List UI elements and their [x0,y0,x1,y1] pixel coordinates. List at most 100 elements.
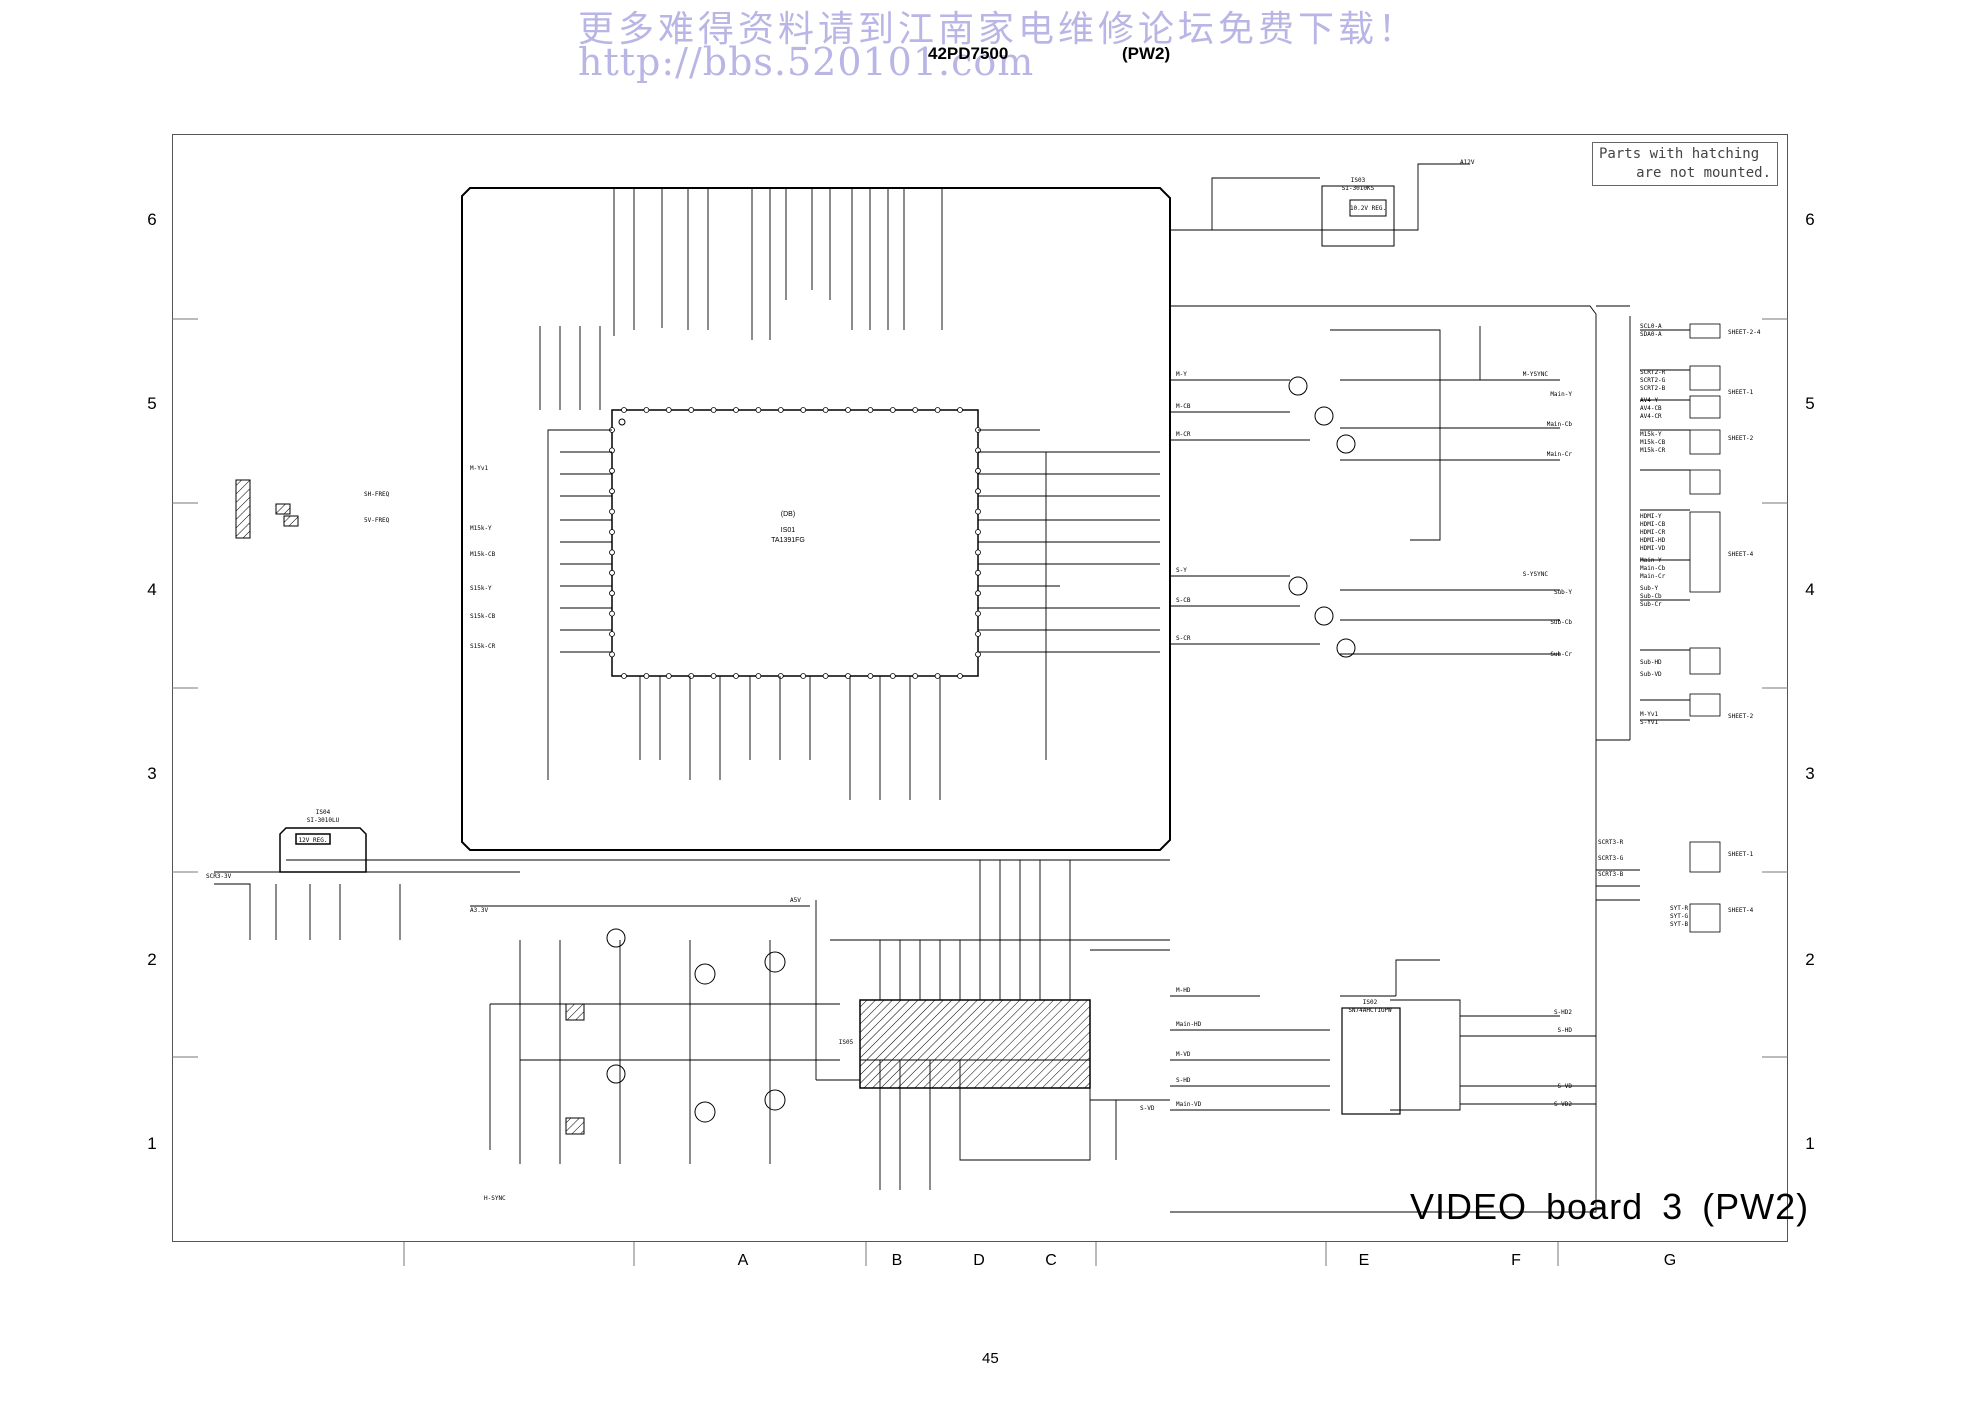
net-scrt2-g: SCRT2-G [1640,377,1666,384]
net-in-3: S-Y [1176,567,1187,574]
net-sda0: SDA0-A [1640,331,1662,338]
net-out-7: Sub-Cr [1550,651,1572,658]
ic-pin [755,673,762,679]
ic-pin [957,673,963,679]
ic-pin [688,673,695,679]
ic-pin [665,407,672,413]
sheet-label-4: SHEET-2 [1728,713,1754,720]
net-in-0: M-Y [1176,371,1187,378]
ic-pin [710,673,717,679]
row-label-left-2: 2 [147,950,157,969]
ic-pin [733,673,739,679]
net-in-4: S-CB [1176,597,1191,604]
net-syt-g: SYT-G [1670,913,1688,920]
ic-pin [609,590,615,597]
watermark-url: http://bbs.520101.com [578,40,1035,84]
main-ic [611,409,979,677]
model-variant: (PW2) [1122,44,1171,63]
ic-pin [733,407,739,413]
net-main-cr: Main-Cr [1640,573,1666,580]
net-left-5: S15k-CR [470,643,496,650]
frame-ticks [172,318,1788,1266]
main-ic-ref: IS01 [781,527,796,534]
ic-pin [957,407,963,413]
ic-pin [889,673,896,679]
net-syt-r: SYT-R [1670,905,1688,912]
ic-pin [975,569,981,576]
net-m-yv1: M-Yv1 [1640,711,1658,718]
net-left-1: M15k-Y [470,525,492,532]
net-left-3: S15k-Y [470,585,492,592]
regulator-left-ref: IS04 [316,809,331,816]
net-main-y: Main-Y [1640,557,1662,564]
net-out-12: Sub-HD [1640,659,1662,666]
row-label-right-3: 3 [1805,764,1815,783]
ic-pin [975,631,981,637]
net-hdmi-cb: HDMI-CB [1640,521,1666,528]
ic-pin [688,407,695,413]
transistors [1288,376,1356,658]
row-label-left-5: 5 [147,394,157,413]
net-s-yv1: S-Yv1 [1640,719,1658,726]
net-left-8: SCR3-3V [206,873,232,880]
net-left-2: M15k-CB [470,551,496,558]
main-ic-part: TA1391FG [771,537,805,544]
sheet-label-3: SHEET-4 [1728,551,1754,558]
net-sub-cb: Sub-Cb [1640,593,1662,600]
net-left-9: H-SYNC [484,1195,506,1202]
ic-pin [609,488,615,495]
ic-pin [609,508,615,515]
net-in-11: S-VD [1140,1105,1155,1112]
net-out-0: M-YSYNC [1523,371,1549,378]
net-m15k-cb: M15k-CB [1640,439,1666,446]
ic-pin [621,407,627,413]
ic-pin [643,673,650,679]
page-number: 45 [982,1350,999,1367]
row-label-left-3: 3 [147,764,157,783]
col-label-e: E [1358,1252,1370,1269]
board-title: VIDEO board 3 (PW2) [1410,1186,1810,1227]
ic-pin [934,407,941,413]
supply-a33v: A3.3V [470,907,488,914]
ic-pin [609,569,615,576]
ic-pin [609,467,615,474]
ic-pin [609,610,615,617]
net-left-4: S15k-CB [470,613,496,620]
net-out-2: Main-Cb [1547,421,1573,428]
ic-pin [609,651,615,658]
ic-pin [665,673,672,679]
row-label-left-4: 4 [147,580,157,599]
supply-a5v: A5V [790,897,801,904]
net-scrt2-b: SCRT2-B [1640,385,1666,392]
sheet-label-0: SHEET-2-4 [1728,329,1761,336]
net-in-10: S-HD [1176,1077,1191,1084]
row-label-right-5: 5 [1805,394,1815,413]
ic-pin [800,673,807,679]
hatching-notice: Parts with hatching are not mounted. [1592,142,1778,186]
ic-pin [845,407,851,413]
net-in-5: S-CR [1176,635,1191,642]
net-out-9: S-HD [1558,1027,1573,1034]
ic-pin [643,407,650,413]
net-scrt3-b: SCRT3-B [1598,871,1624,878]
net-av4-cr: AV4-CR [1640,413,1662,420]
sheet-label-1: SHEET-1 [1728,389,1754,396]
col-label-c: C [1045,1252,1057,1269]
regulator-left-part: SI-3010LU [307,817,340,824]
net-hdmi-y: HDMI-Y [1640,513,1662,520]
net-in-9: Main-VD [1176,1101,1202,1108]
connector-boxes [1689,323,1721,933]
row-label-right-2: 2 [1805,950,1815,969]
row-label-right-4: 4 [1805,580,1815,599]
net-left-0: M-Yv1 [470,465,488,472]
ic-pin [822,407,829,413]
net-out-1: Main-Y [1550,391,1572,398]
net-hdmi-hd: HDMI-HD [1640,537,1666,544]
net-main-cb: Main-Cb [1640,565,1666,572]
ic-pin [777,407,784,413]
net-out-8: S-HD2 [1554,1009,1572,1016]
net-hdmi-vd: HDMI-VD [1640,545,1666,552]
ic-pin [912,673,919,679]
main-ic-pins [609,407,981,679]
ic-pin [975,529,981,535]
